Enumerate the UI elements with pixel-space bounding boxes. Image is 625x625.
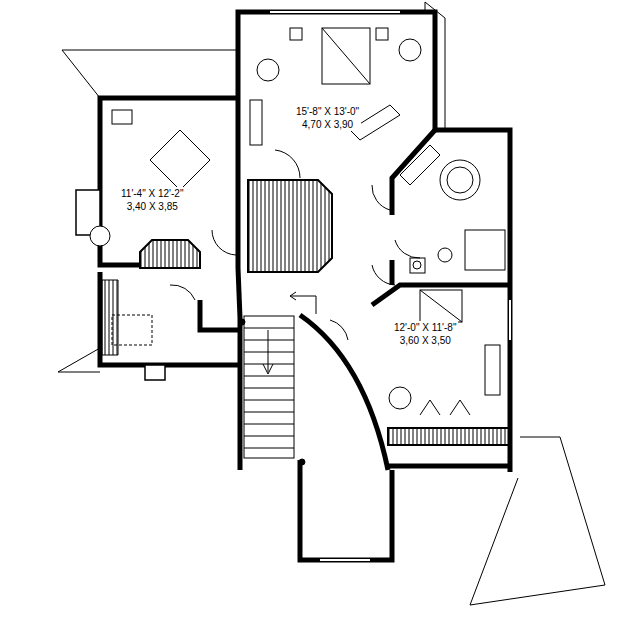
window	[76, 12, 510, 560]
room-dimension: 3,60 X 3,50	[392, 334, 458, 347]
room-dimension: 12'-0" X 11'-8"	[392, 321, 458, 334]
wall	[100, 12, 510, 560]
room-dimension: 11'-4" X 12'-2"	[119, 187, 185, 200]
room-label: 11'-4" X 12'-2"3,40 X 3,85	[119, 187, 185, 213]
room-dimension: 3,40 X 3,85	[119, 200, 185, 213]
furniture	[90, 28, 505, 415]
roof-outline	[58, 2, 605, 605]
room-label: 12'-0" X 11'-8"3,60 X 3,50	[392, 321, 458, 347]
room-dimension: 4,70 X 3,90	[294, 118, 361, 131]
room-dimension: 15'-8" X 13'-0"	[294, 105, 361, 118]
closet	[102, 180, 510, 445]
room-label: 15'-8" X 13'-0"4,70 X 3,90	[294, 105, 361, 131]
door-swing	[170, 150, 420, 340]
staircase	[239, 292, 316, 465]
